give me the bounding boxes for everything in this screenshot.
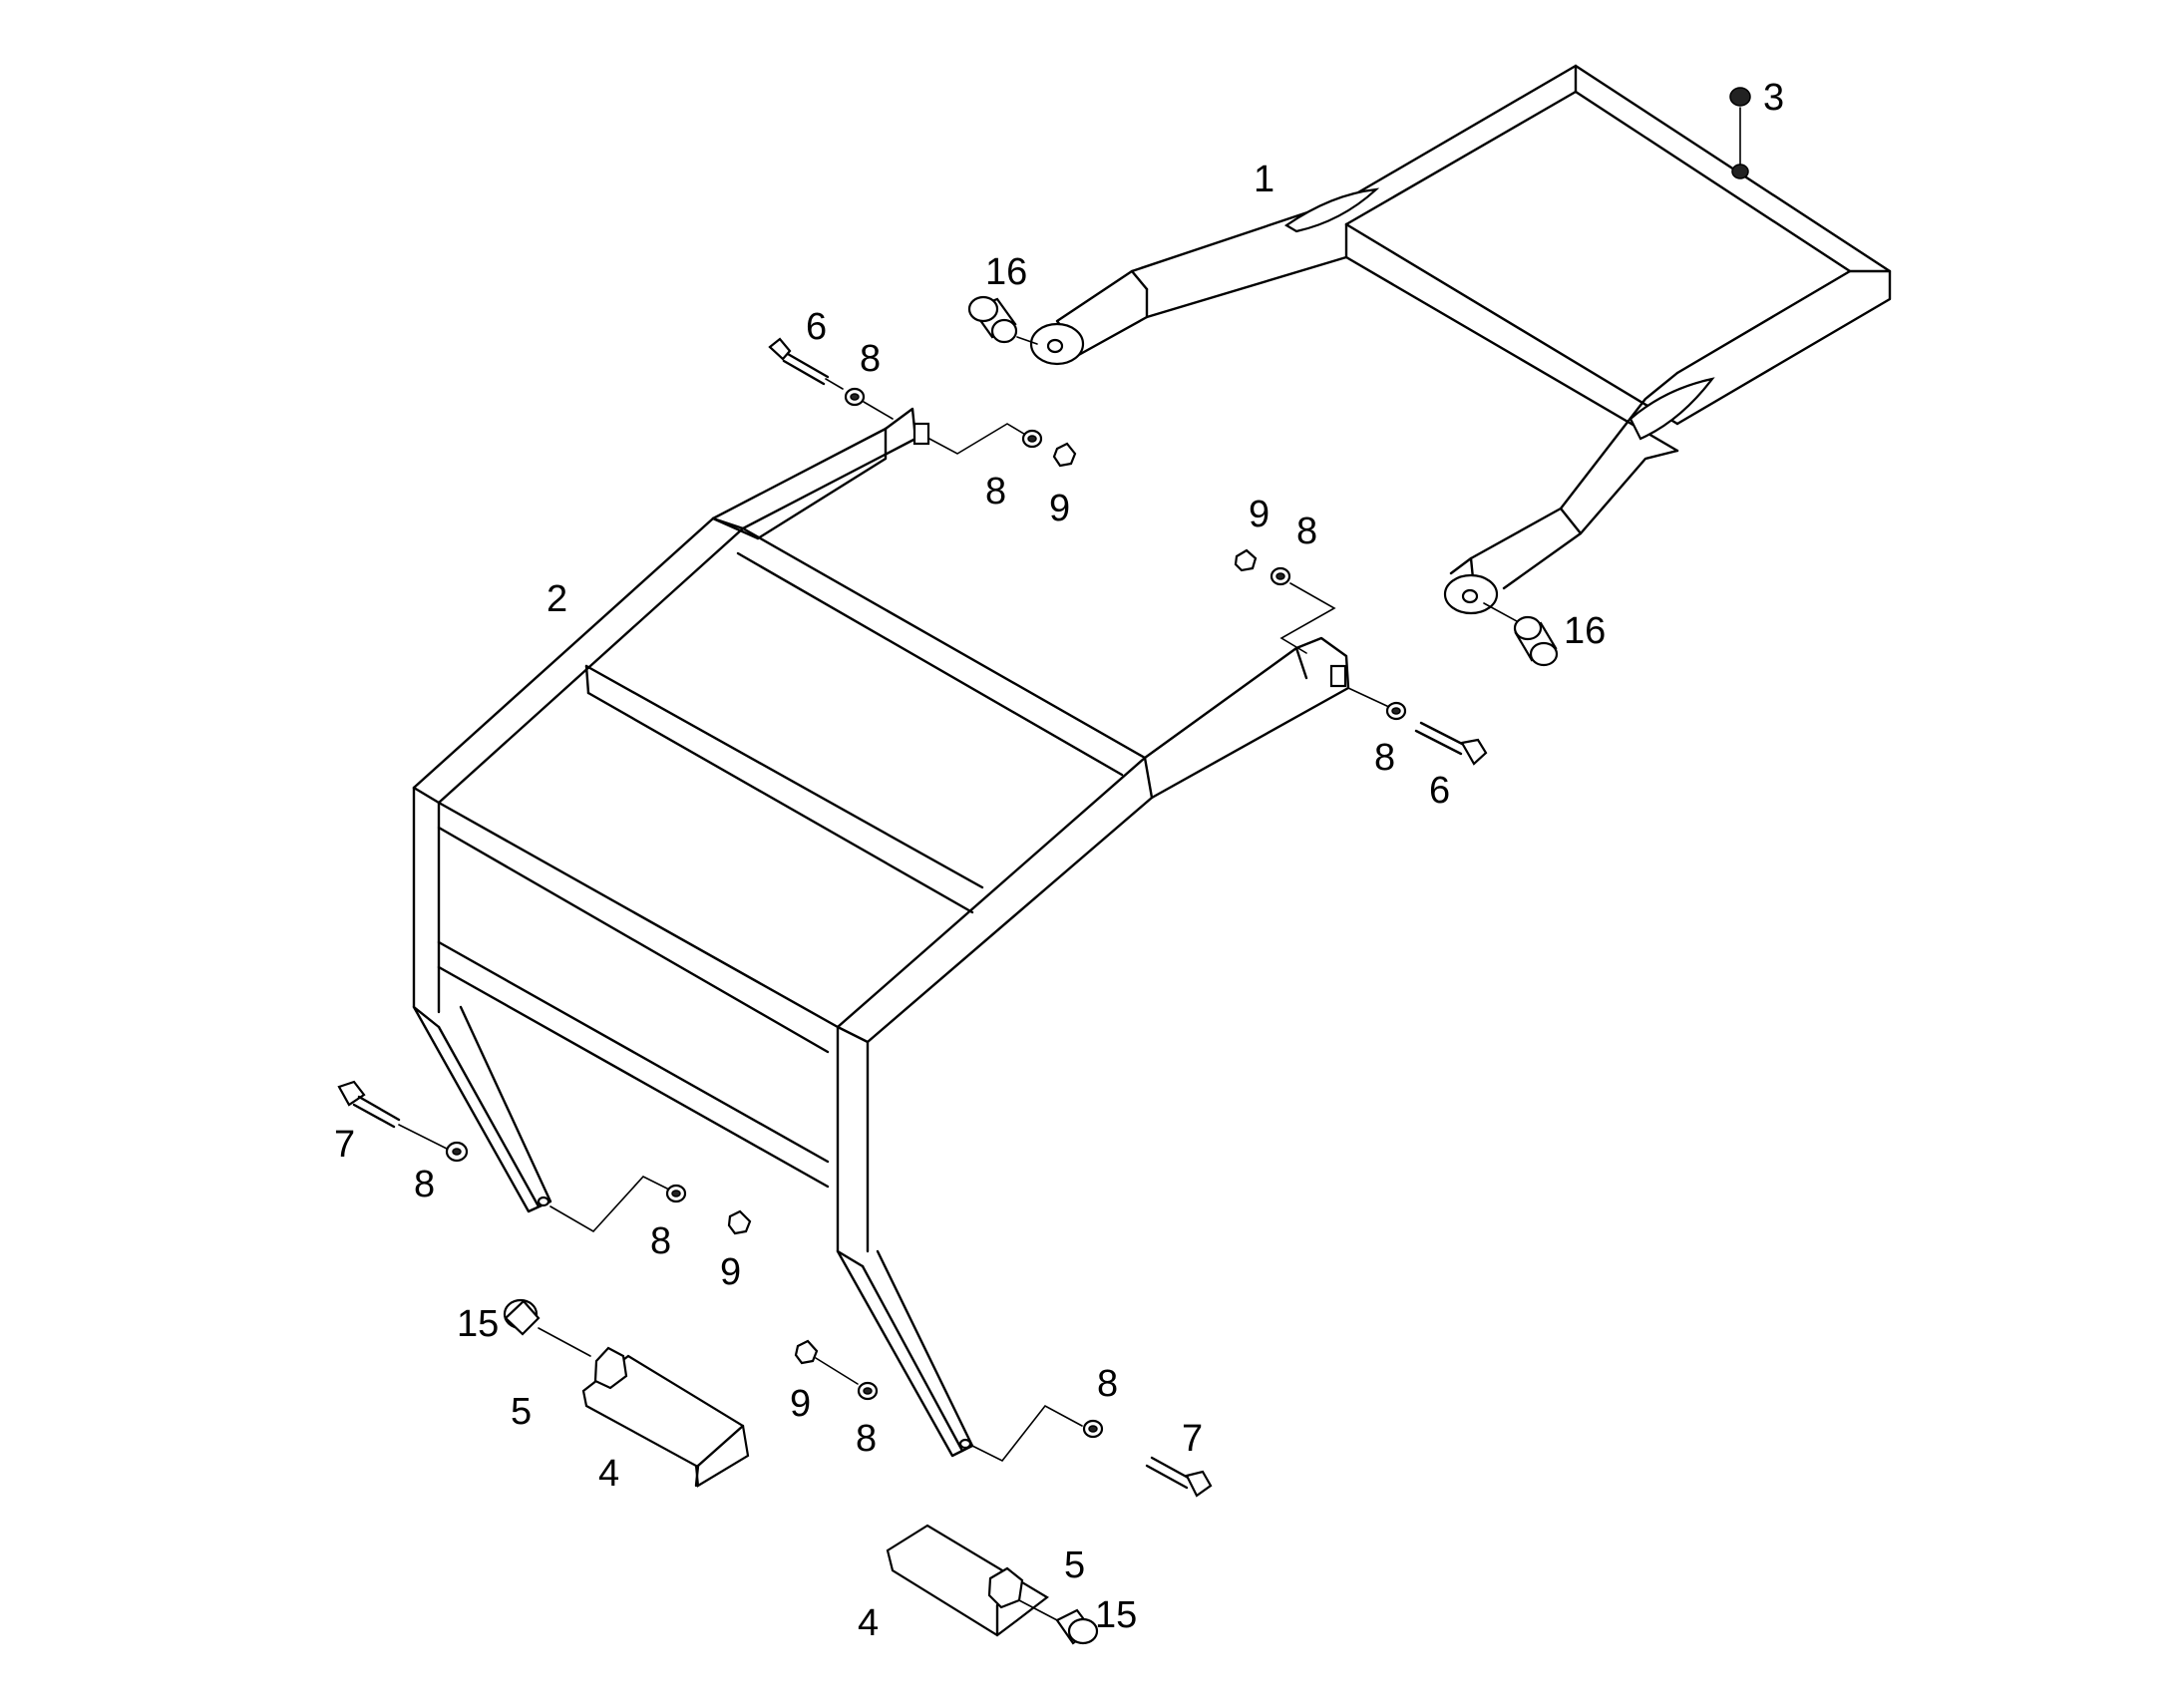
callout-1: 1 bbox=[1254, 159, 1274, 200]
leader-top-right bbox=[928, 423, 1033, 455]
washer-8-right-lower bbox=[1347, 687, 1407, 721]
bolt-6-top bbox=[768, 337, 844, 390]
main-frame-part-2 bbox=[412, 407, 1350, 1458]
callout-7-right: 7 bbox=[1182, 1418, 1203, 1460]
callout-9-top-right: 9 bbox=[1049, 488, 1070, 529]
leader-bottom-left bbox=[549, 1176, 674, 1233]
nut-9-top-right bbox=[1052, 442, 1077, 468]
nut-9-right bbox=[1234, 548, 1258, 572]
bolt-6-right bbox=[1414, 721, 1488, 766]
mount-5-left bbox=[593, 1346, 628, 1390]
callout-8-right: 8 bbox=[1296, 511, 1317, 552]
bushing-15-left bbox=[503, 1298, 591, 1357]
nut-9-bottom-center bbox=[794, 1339, 859, 1385]
callout-9-right: 9 bbox=[1249, 494, 1270, 535]
bolt-7-right bbox=[1145, 1456, 1213, 1498]
callout-3: 3 bbox=[1763, 77, 1784, 119]
bracket-4-left bbox=[581, 1354, 750, 1488]
callout-16-right: 16 bbox=[1564, 610, 1606, 652]
nut-3-top bbox=[1729, 87, 1751, 179]
nut-9-bottom-left bbox=[727, 1209, 752, 1235]
washer-8-right bbox=[1270, 566, 1291, 586]
callout-16-left: 16 bbox=[985, 251, 1027, 293]
leader-right bbox=[1279, 582, 1336, 654]
washer-8-bottom-center bbox=[857, 1381, 879, 1401]
callout-8-left: 8 bbox=[414, 1164, 435, 1205]
callout-8-top-right: 8 bbox=[985, 471, 1006, 512]
callout-4-left: 4 bbox=[598, 1453, 619, 1495]
callout-15-left: 15 bbox=[457, 1303, 499, 1345]
callout-8-bottom-left: 8 bbox=[650, 1220, 671, 1262]
bushing-15-right bbox=[1018, 1599, 1099, 1645]
callout-8-top: 8 bbox=[860, 338, 881, 380]
washer-8-left bbox=[445, 1141, 469, 1163]
bushing-16-right bbox=[1483, 602, 1559, 667]
rear-frame-part-1 bbox=[1029, 64, 1892, 615]
bracket-4-right bbox=[886, 1524, 1049, 1637]
callout-5-left: 5 bbox=[511, 1391, 532, 1433]
bushing-16-left bbox=[967, 295, 1038, 345]
callout-8-right-lower: 8 bbox=[1374, 737, 1395, 779]
callout-4-right: 4 bbox=[858, 1602, 879, 1644]
bolt-7-left bbox=[337, 1080, 448, 1150]
callout-5-right: 5 bbox=[1064, 1544, 1085, 1586]
callout-8-bottom-center: 8 bbox=[856, 1418, 877, 1460]
callout-8-bottom-right: 8 bbox=[1097, 1363, 1118, 1405]
callout-15-right: 15 bbox=[1095, 1594, 1137, 1636]
washer-8-bottom-left bbox=[665, 1184, 687, 1203]
washer-8-bottom-right bbox=[1082, 1419, 1104, 1439]
callout-9-bottom-center: 9 bbox=[790, 1383, 811, 1425]
callouts: 1 2 3 16 16 6 8 8 9 9 8 8 6 7 8 8 9 15 5… bbox=[334, 77, 1784, 1644]
callout-9-bottom-left: 9 bbox=[720, 1251, 741, 1293]
washer-8-top-right bbox=[1021, 429, 1043, 449]
callout-6-right: 6 bbox=[1429, 770, 1450, 812]
leader-bottom-right bbox=[971, 1404, 1083, 1463]
callout-2: 2 bbox=[546, 578, 567, 620]
washer-8-top bbox=[844, 387, 894, 420]
callout-6-top: 6 bbox=[806, 306, 827, 348]
callout-7-left: 7 bbox=[334, 1124, 355, 1166]
